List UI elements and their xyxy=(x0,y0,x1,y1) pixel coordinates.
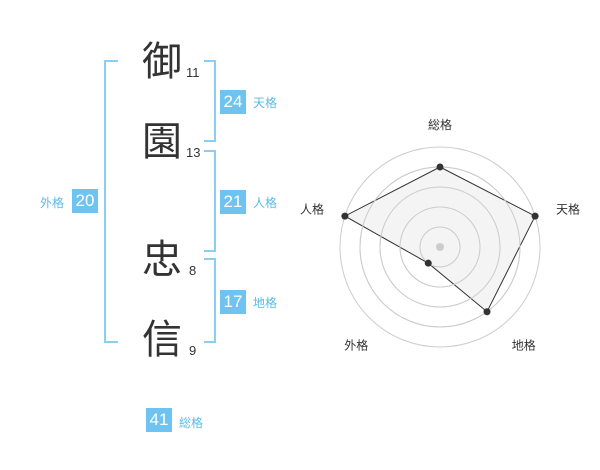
radar-center-dot xyxy=(436,243,444,251)
radar-axis-label-4: 外格 xyxy=(344,338,368,353)
gaikaku-label: 外格 xyxy=(40,196,65,210)
stroke-count-2: 13 xyxy=(186,145,201,160)
radar-point-2 xyxy=(531,212,539,220)
chikaku-bracket xyxy=(204,258,216,343)
radar-ring-overlay-2 xyxy=(399,206,481,288)
jinkaku-value: 21 xyxy=(220,190,246,214)
tenkaku-bracket xyxy=(204,60,216,142)
soukaku-value: 41 xyxy=(146,408,172,432)
chikaku-value: 17 xyxy=(220,290,246,314)
radar-point-5 xyxy=(341,212,349,220)
radar-point-4 xyxy=(424,259,432,267)
name-char-1: 御 xyxy=(142,39,182,85)
radar-axis-label-3: 地格 xyxy=(512,338,536,353)
stroke-count-3: 8 xyxy=(189,263,197,278)
radar-axis-label-1: 総格 xyxy=(428,117,452,132)
gaikaku-value: 20 xyxy=(72,189,98,213)
name-char-4: 信 xyxy=(142,317,182,363)
soukaku-label: 総格 xyxy=(179,416,204,430)
radar-ring-overlay-1 xyxy=(419,226,461,268)
name-char-3: 忠 xyxy=(142,237,182,283)
gaikaku-bracket xyxy=(104,60,118,343)
stroke-count-1: 11 xyxy=(186,65,200,80)
radar-ring-overlay-3 xyxy=(379,186,501,308)
radar-axis-label-2: 天格 xyxy=(556,201,580,216)
name-char-2: 園 xyxy=(142,119,182,165)
jinkaku-bracket xyxy=(204,150,216,252)
chikaku-label: 地格 xyxy=(253,296,278,310)
tenkaku-value: 24 xyxy=(220,90,246,114)
tenkaku-label: 天格 xyxy=(253,96,278,110)
jinkaku-label: 人格 xyxy=(253,196,278,210)
radar-point-1 xyxy=(436,163,444,171)
stroke-count-4: 9 xyxy=(189,343,197,358)
radar-point-3 xyxy=(483,308,491,316)
radar-polygon xyxy=(343,166,536,313)
radar-axis-label-5: 人格 xyxy=(300,201,324,216)
